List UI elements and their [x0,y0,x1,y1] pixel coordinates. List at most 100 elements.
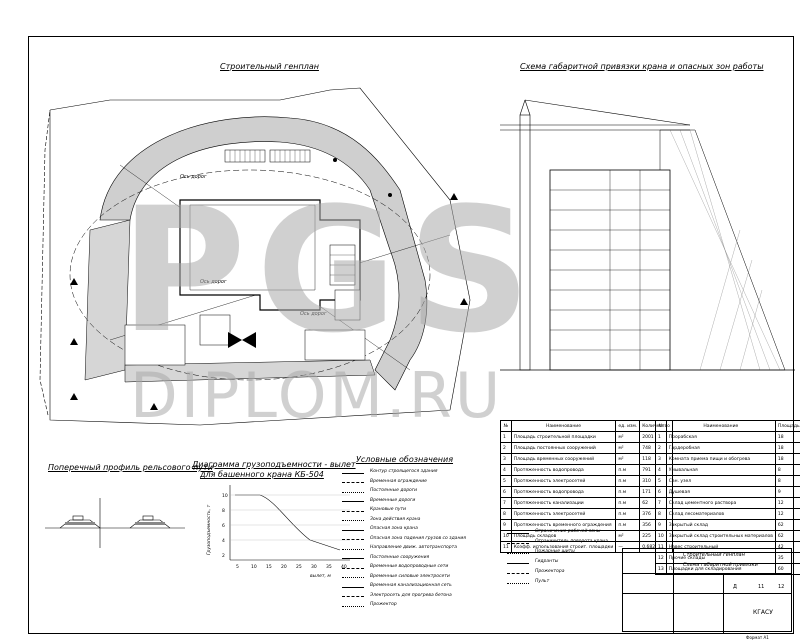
legend-label: Временная канализационная сеть [370,583,452,588]
t1-cell: п.м [616,465,640,476]
t2-cell: 8 [775,476,800,487]
t1-cell: 5 [501,476,512,487]
legend-label: Пульт [535,579,549,584]
t2-cell: 6 [656,487,667,498]
legend-row: Крановые пути [340,506,500,516]
legend-row: Временные дороги [340,497,500,507]
t1-cell: м² [616,531,640,542]
t1-cell: п.м [616,487,640,498]
legend-row: Опасная зона крана [340,525,500,535]
x-tick-5: 30 [311,564,317,570]
t1-cell: Протяженность водопровода [511,465,616,476]
t2-cell: Склад лесоматериалов [666,509,775,520]
legend-symbol [507,553,529,554]
watermark-main: PGS [120,185,541,357]
t2-cell: 8 [775,465,800,476]
t2-cell: 8 [656,509,667,520]
t2-cell: 12 [775,509,800,520]
y-tick-4: 2 [222,553,225,559]
t1-cell: Протяженность электросетей [511,509,616,520]
t1-cell: Площадь постоянных сооружений [511,443,616,454]
legend-row: Постоянные сооружения [340,554,500,564]
t2-cell: 5 [656,476,667,487]
y-tick-2: 6 [222,523,225,529]
legend-row: Контур строящегося здания [340,468,500,478]
legend-symbol [507,533,529,534]
rail-profile-title: Поперечный профиль рельсового пути [48,463,213,472]
legend-label: Временные дороги [370,498,415,503]
t2-cell: 10 [656,531,667,542]
stamp-sheets: 12 [778,583,784,591]
t1-cell: 7 [501,498,512,509]
t1-header-name: Наименование [511,421,616,432]
t1-cell: Протяженность электросетей [511,476,616,487]
y-axis-label: Грузоподъемность, т [206,504,212,555]
t2-cell: Сан. узел [666,476,775,487]
t1-cell: Протяженность водопровода [511,487,616,498]
legend-row: Электросеть для прогрева бетона [340,592,500,602]
t2-cell: 62 [775,531,800,542]
legend-row: Пульт [505,578,615,588]
t2-header-name: Наименование [666,421,775,432]
legend-label: Пожарные щиты [535,549,575,554]
t2-cell: 62 [775,520,800,531]
t1-cell: 1 [501,432,512,443]
legend-label: Зона действия крана [370,517,420,522]
legend-label: Ограничение рабочей зоны [535,529,600,534]
legend-label: Временные силовые электросети [370,574,450,579]
legend-symbol [342,568,364,569]
x-axis-label: вылет, м [310,574,331,579]
legend-label: Гидранты [535,559,558,564]
legend-label: Постоянные сооружения [370,555,429,560]
t2-cell: 2 [656,443,667,454]
t1-cell: 6 [501,487,512,498]
legend-symbol [342,558,364,559]
t2-cell: 18 [775,454,800,465]
t1-cell: п.м [616,476,640,487]
y-tick-1: 8 [222,508,225,514]
t2-cell: 7 [656,498,667,509]
t2-cell: Прорабская [666,432,775,443]
legend-symbol [342,501,364,502]
t2-cell: 9 [775,487,800,498]
load-diagram: 10 8 6 4 2 5 10 15 20 25 30 35 40 вылет,… [200,480,360,580]
legend-symbol [342,606,364,607]
legend-label: Ограничитель поворота крана [535,539,608,544]
legend-symbol [342,596,364,597]
legend-label: Опасная зона крана [370,526,418,531]
t2-cell: 18 [775,443,800,454]
t1-cell: м² [616,443,640,454]
legend-label: Контур строящегося здания [370,469,437,474]
t1-cell: м² [616,432,640,443]
load-diagram-title-1: Диаграмма грузоподъемности - вылет [192,460,356,469]
t2-header-no: № [656,421,667,432]
legend-symbol [507,563,529,564]
legend-row: Пожарные щиты [505,548,615,558]
t2-cell: 9 [656,520,667,531]
stamp-title: Строительный генплан [683,551,745,559]
legend-symbol [342,587,364,588]
t1-cell: 2 [501,443,512,454]
legend-label: Временные водопроводные сети [370,564,448,569]
x-tick-2: 15 [266,564,272,570]
title-block: Строительный генплан Схема габаритной пр… [622,548,792,632]
legend-row: Временная канализационная сеть [340,582,500,592]
legend-title: Условные обозначения [356,455,453,464]
stamp-subtitle: Схема габаритной привязки [683,561,758,569]
t2-cell: 18 [775,432,800,443]
